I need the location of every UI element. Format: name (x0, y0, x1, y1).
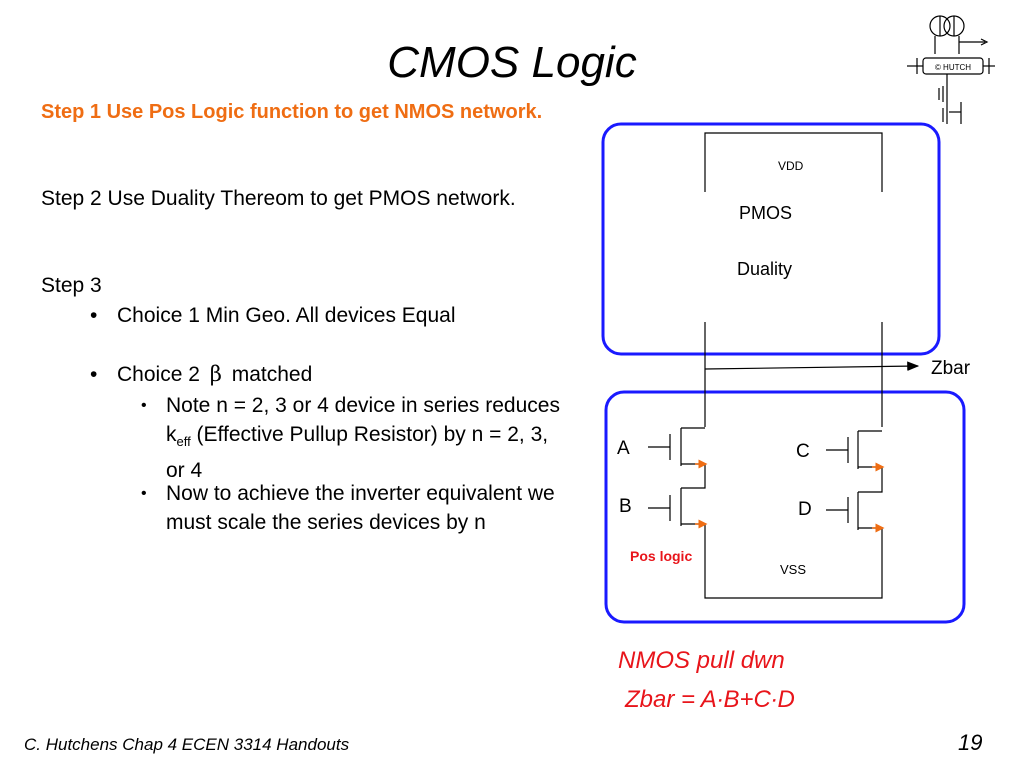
input-d-label: D (798, 499, 812, 520)
pmos-box (601, 122, 941, 356)
step3-text: Step 3 (41, 274, 102, 297)
beta-symbol: β (209, 362, 222, 386)
hutch-logo: © HUTCH (907, 15, 995, 124)
vdd-label: VDD (778, 159, 804, 173)
input-b-label: B (619, 496, 632, 517)
note-text: Note n = 2, 3 or 4 device in series redu… (166, 391, 561, 485)
svg-text:© HUTCH: © HUTCH (935, 63, 971, 72)
zbar-equation: Zbar = A∙B+C∙D (625, 686, 795, 713)
zbar-line (704, 361, 920, 371)
note-text-a: Note n = 2, 3 or 4 device in series redu… (166, 394, 560, 446)
pmos-label: PMOS (739, 203, 792, 223)
note-text-b: (Effective Pullup Resistor) by n = 2, 3,… (166, 423, 549, 483)
nmos-box (604, 390, 966, 624)
choice2-label: Choice 2 (117, 363, 200, 386)
pos-logic-label: Pos logic (630, 548, 692, 564)
slide-title: CMOS Logic (387, 38, 637, 87)
nmos-caption: NMOS pull dwn (618, 647, 785, 674)
bullet-dot: • (141, 485, 147, 502)
footer-text: C. Hutchens Chap 4 ECEN 3314 Handouts (24, 735, 350, 754)
pmos-left-rail (704, 132, 883, 192)
page-number: 19 (958, 730, 983, 755)
input-a-label: A (617, 438, 630, 459)
choice2-text: Choice 2 β matched (117, 360, 557, 389)
duality-label: Duality (737, 259, 792, 279)
note-subscript: eff (176, 434, 191, 450)
bullet-dot: • (90, 304, 98, 327)
now-text: Now to achieve the inverter equivalent w… (166, 482, 555, 534)
bullet-dot: • (141, 397, 147, 414)
step2-text: Step 2 Use Duality Thereom to get PMOS n… (41, 187, 516, 210)
step1-text: Step 1 Use Pos Logic function to get NMO… (41, 101, 543, 123)
choice2-matched: matched (231, 363, 313, 386)
choice1-text: Choice 1 Min Geo. All devices Equal (117, 304, 456, 327)
input-c-label: C (796, 441, 810, 462)
zbar-label: Zbar (931, 358, 971, 379)
vss-label: VSS (780, 562, 806, 577)
bullet-dot: • (90, 363, 98, 386)
